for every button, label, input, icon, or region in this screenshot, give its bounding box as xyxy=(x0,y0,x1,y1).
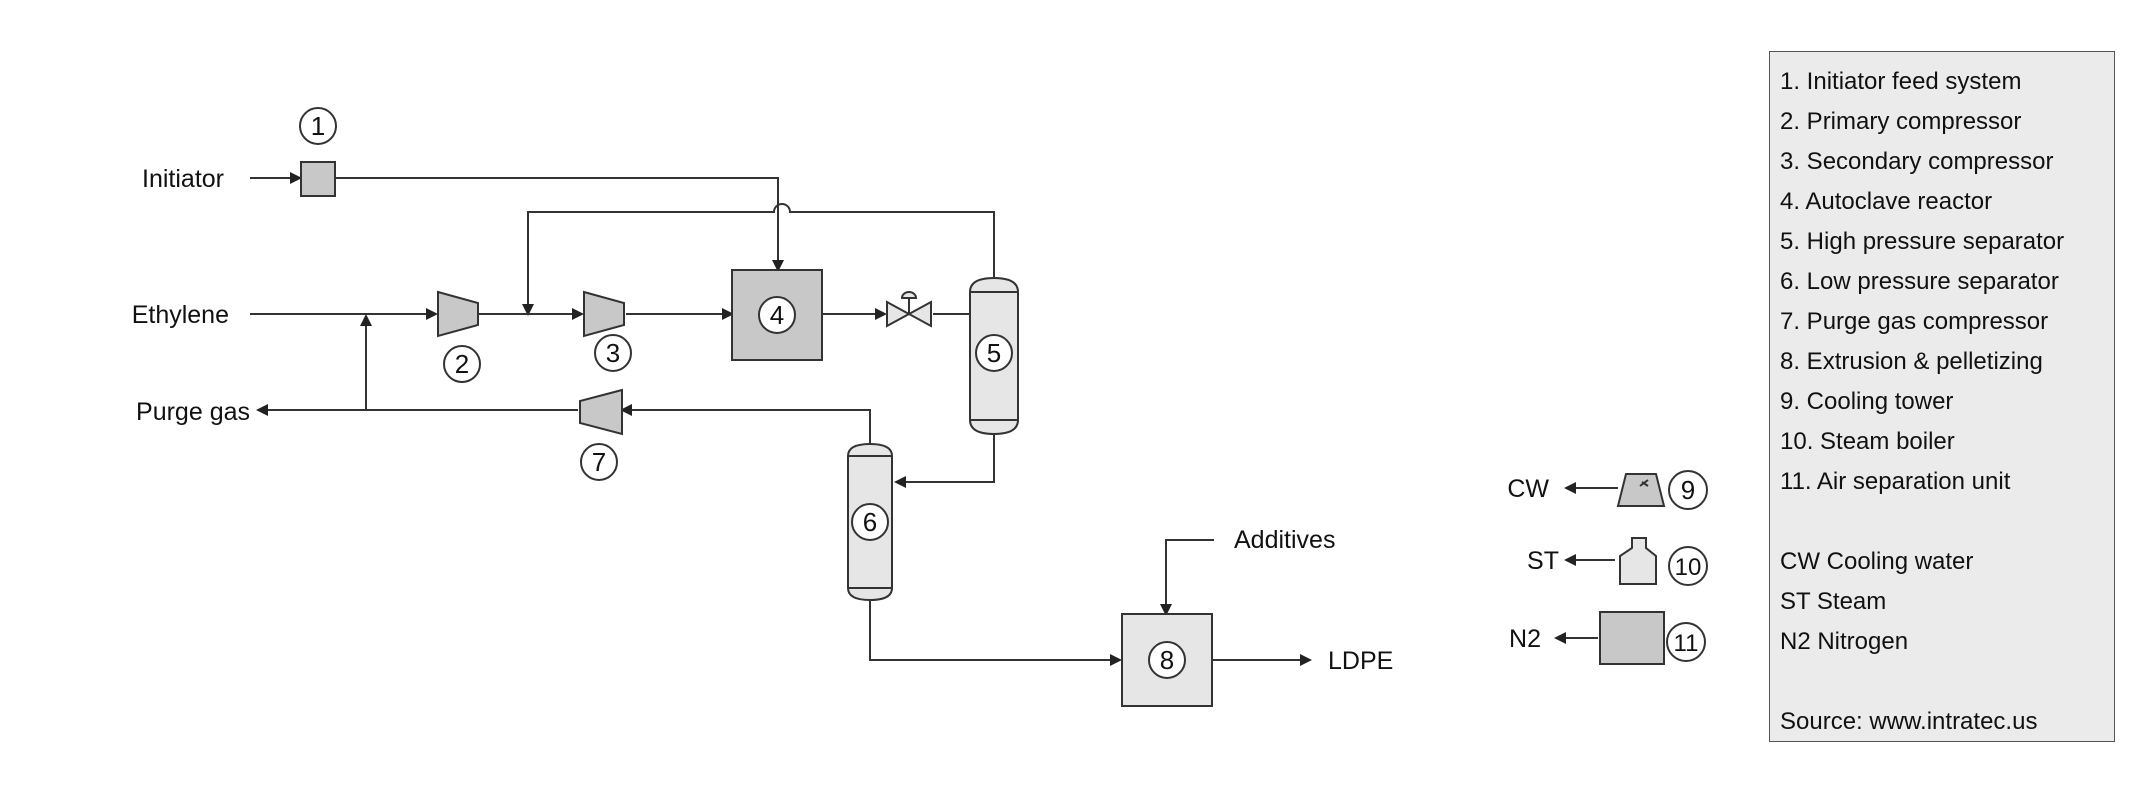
legend-unit-4: 4. Autoclave reactor xyxy=(1780,188,1993,215)
legend-abbrev-n2: N2 Nitrogen xyxy=(1780,628,1909,655)
autoclave-reactor xyxy=(731,269,823,361)
unit-marker-5: 5 xyxy=(975,334,1013,372)
svg-text:6: 6 xyxy=(863,507,877,537)
unit-marker-7: 7 xyxy=(580,443,618,481)
purge-gas-compressor xyxy=(579,388,623,436)
steam-boiler-icon xyxy=(1619,537,1657,585)
secondary-compressor xyxy=(583,290,625,338)
legend-unit-6: 6. Low pressure separator xyxy=(1780,268,2059,295)
unit-marker-3: 3 xyxy=(594,334,632,372)
unit-marker-11: 11 xyxy=(1666,622,1706,662)
unit-marker-8: 8 xyxy=(1148,641,1186,679)
svg-text:8: 8 xyxy=(1160,645,1174,675)
unit-marker-6: 6 xyxy=(851,503,889,541)
ldpe-label: LDPE xyxy=(1328,647,1393,675)
svg-text:1: 1 xyxy=(311,111,325,141)
purge-gas-label: Purge gas xyxy=(136,398,250,426)
svg-text:7: 7 xyxy=(592,447,606,477)
hp-to-lp-line xyxy=(894,432,995,488)
initiator-to-reactor-line xyxy=(335,177,784,272)
legend-unit-11: 11. Air separation unit xyxy=(1780,468,2011,495)
letdown-valve-icon xyxy=(886,291,932,328)
legend-unit-9: 9. Cooling tower xyxy=(1780,388,1954,415)
legend-abbrev-st: ST Steam xyxy=(1780,588,1887,615)
legend-unit-2: 2. Primary compressor xyxy=(1780,108,2022,135)
unit-marker-4: 4 xyxy=(758,296,796,334)
legend-unit-3: 3. Secondary compressor xyxy=(1780,148,2054,175)
st-label: ST xyxy=(1527,547,1559,575)
svg-text:5: 5 xyxy=(987,338,1001,368)
initiator-feed-unit xyxy=(300,161,336,197)
legend-unit-10: 10. Steam boiler xyxy=(1780,428,1955,455)
cw-label: CW xyxy=(1507,475,1549,503)
svg-text:3: 3 xyxy=(606,338,620,368)
svg-text:9: 9 xyxy=(1681,475,1695,505)
legend-spacer-2 xyxy=(1780,662,2114,702)
additives-label: Additives xyxy=(1234,526,1335,554)
n2-label: N2 xyxy=(1509,625,1541,653)
legend-unit-5: 5. High pressure separator xyxy=(1780,228,2065,255)
unit-marker-9: 9 xyxy=(1668,470,1708,510)
additives-line xyxy=(1160,539,1214,616)
svg-text:2: 2 xyxy=(455,349,469,379)
svg-text:4: 4 xyxy=(770,300,784,330)
ethylene-label: Ethylene xyxy=(132,301,229,329)
cooling-tower-icon xyxy=(1616,473,1666,507)
svg-text:11: 11 xyxy=(1674,630,1699,657)
lp-to-extruder-line xyxy=(869,596,1122,666)
unit-marker-2: 2 xyxy=(443,345,481,383)
air-separation-unit xyxy=(1599,611,1665,665)
legend-abbrev-cw: CW Cooling water xyxy=(1780,548,1974,575)
initiator-label: Initiator xyxy=(142,165,224,193)
primary-compressor xyxy=(437,290,479,338)
legend-unit-7: 7. Purge gas compressor xyxy=(1780,308,2049,335)
legend-spacer xyxy=(1780,502,2114,542)
unit-marker-1: 1 xyxy=(299,107,337,145)
unit-marker-10: 10 xyxy=(1668,546,1708,586)
svg-text:10: 10 xyxy=(1675,554,1702,581)
lp-to-purge-compressor-line xyxy=(620,404,871,452)
legend-unit-1: 1. Initiator feed system xyxy=(1780,68,2022,95)
legend-panel: 1. Initiator feed system 2. Primary comp… xyxy=(1769,51,2115,742)
legend-source: Source: www.intratec.us xyxy=(1780,708,2038,735)
legend-unit-8: 8. Extrusion & pelletizing xyxy=(1780,348,2043,375)
hp-recycle-line xyxy=(522,203,995,316)
